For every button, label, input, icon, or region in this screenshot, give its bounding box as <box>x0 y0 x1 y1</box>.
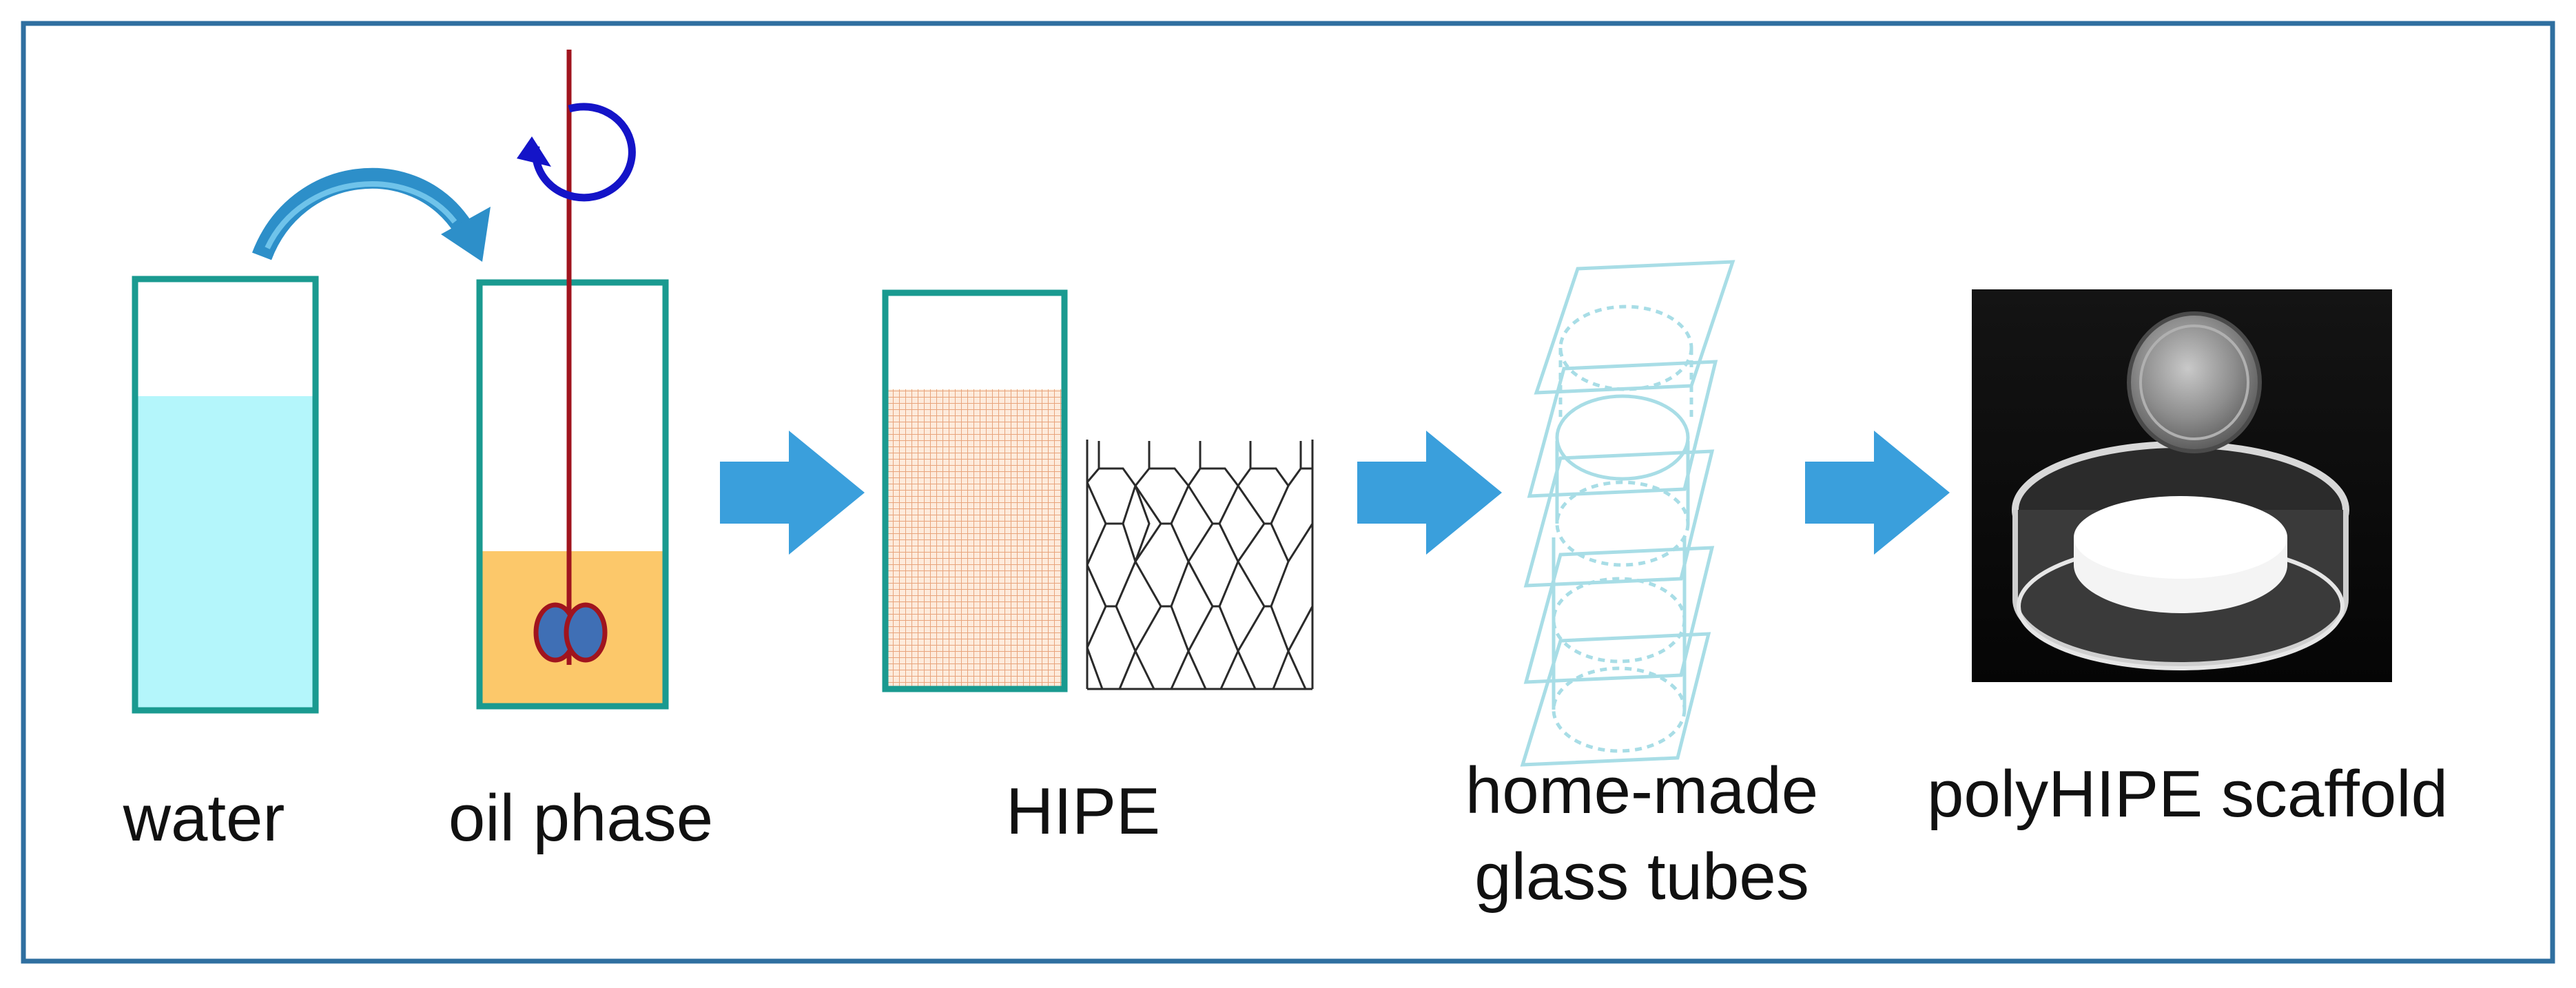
flow-arrow-2 <box>1357 431 1502 555</box>
label-scaffold: polyHIPE scaffold <box>1927 757 2448 831</box>
step-labels: water oil phase HIPE home-made glass tub… <box>123 754 2448 914</box>
water-beaker <box>132 276 319 714</box>
label-water: water <box>123 781 285 855</box>
hipe-container-outline <box>882 289 1068 692</box>
label-oil-phase: oil phase <box>449 781 713 855</box>
stirrer <box>533 50 608 665</box>
glass-plate-1 <box>1534 260 1735 395</box>
scaffold-photo <box>1972 289 2392 682</box>
coin <box>2127 311 2262 453</box>
glass-plate-2 <box>1527 360 1718 498</box>
oil-beaker-outline <box>476 279 669 710</box>
outer-frame <box>21 21 2555 964</box>
glass-plate-5 <box>1520 632 1711 767</box>
hipe-emulsion <box>885 389 1064 689</box>
hipe-microstructure <box>1086 440 1314 690</box>
hipe-container <box>882 289 1068 692</box>
label-hipe: HIPE <box>1006 774 1160 848</box>
label-tubes-line1: home-made <box>1465 754 1818 827</box>
stirrer-blades <box>533 602 608 663</box>
pour-arrow <box>251 167 491 262</box>
flow-arrow-1 <box>720 431 865 555</box>
label-tubes-line2: glass tubes <box>1474 840 1809 914</box>
glass-plate-3 <box>1523 449 1715 588</box>
glass-tubes <box>1520 260 1735 767</box>
water-beaker-outline <box>132 276 319 714</box>
glass-plate-4 <box>1523 546 1715 684</box>
flow-arrow-3 <box>1805 431 1950 555</box>
water-liquid <box>135 396 316 710</box>
rotation-arrow <box>517 103 636 202</box>
